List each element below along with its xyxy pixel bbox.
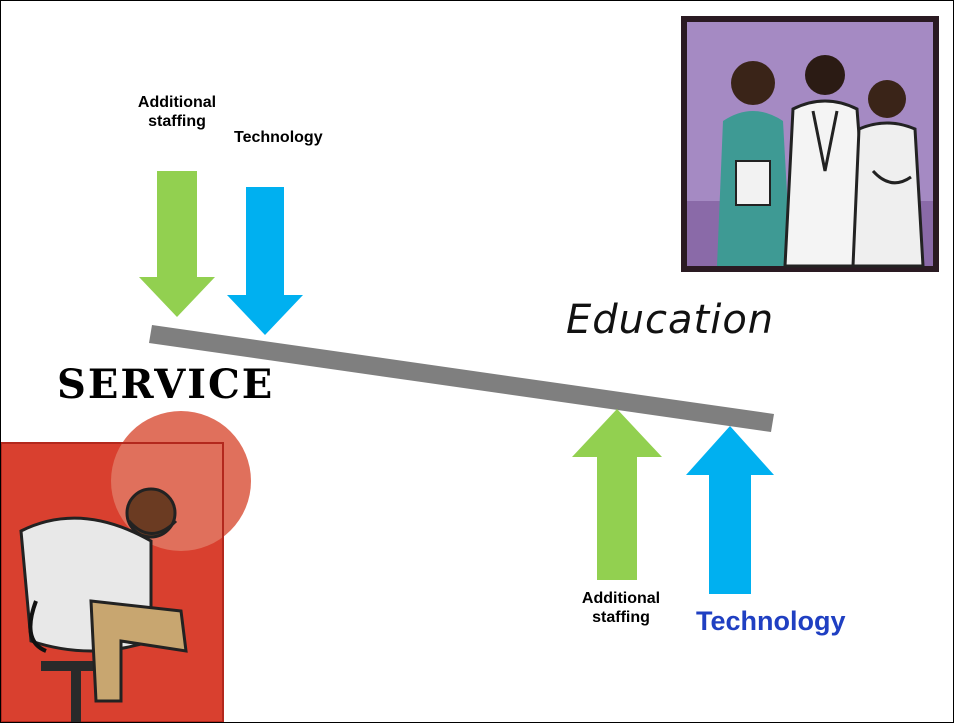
education-technology-label: Technology	[696, 606, 846, 636]
doctors-clipart	[681, 16, 939, 272]
stressed-doctor-clipart	[1, 411, 251, 722]
education-staffing-arrow	[572, 409, 662, 580]
service-staffing-arrow	[139, 171, 215, 317]
service-technology-arrow	[227, 187, 303, 335]
education-technology-arrow	[686, 426, 774, 594]
service-title: SERVICE	[57, 361, 275, 408]
seesaw-beam	[149, 325, 774, 432]
service-staffing-label: Additional staffing	[137, 94, 217, 131]
education-staffing-label: Additional staffing	[581, 590, 661, 627]
service-technology-label: Technology	[234, 129, 323, 146]
education-title: Education	[566, 297, 775, 343]
